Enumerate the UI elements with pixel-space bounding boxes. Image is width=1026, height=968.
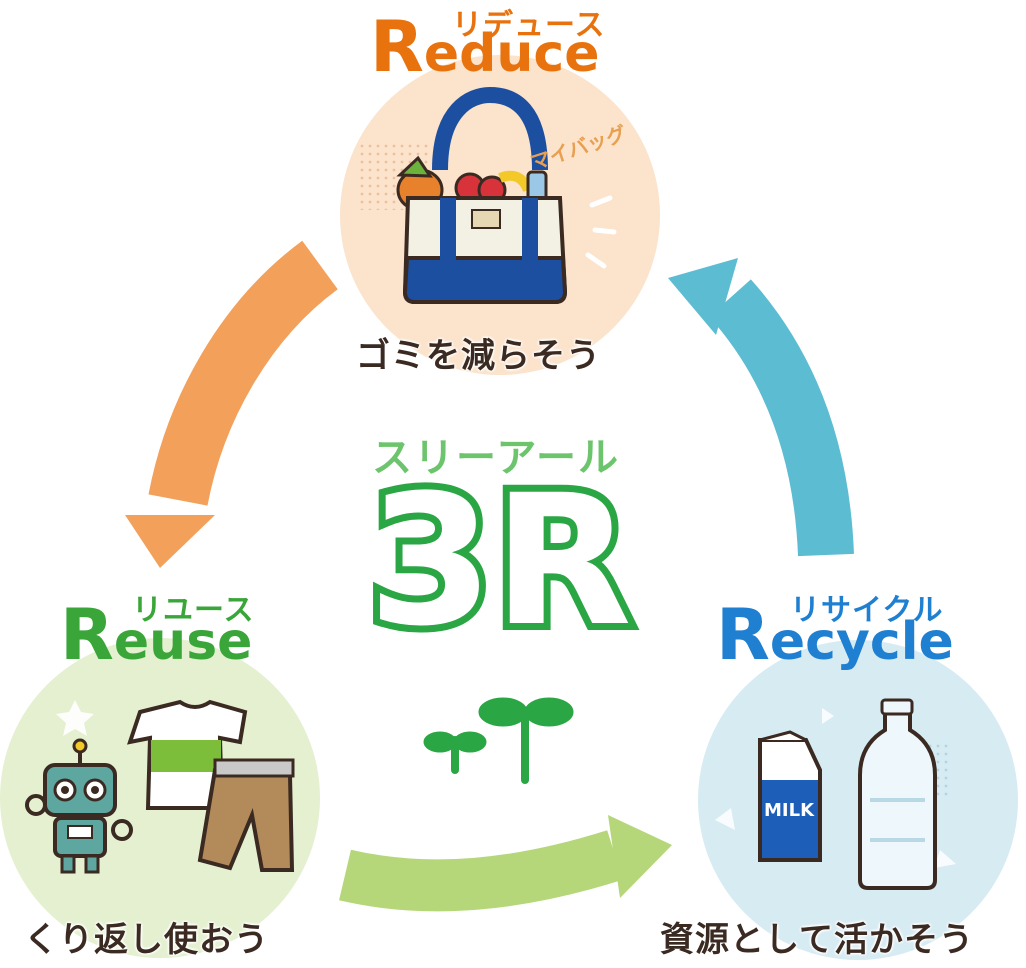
reuse-initial: R bbox=[60, 594, 114, 676]
sprout-icon bbox=[423, 697, 574, 784]
arrow-reuse-to-recycle bbox=[339, 815, 672, 912]
reuse-word: euse bbox=[113, 612, 253, 672]
reduce-ruby: リデュース bbox=[452, 8, 606, 43]
recycle-word: ecycle bbox=[769, 612, 954, 672]
reduce-initial: R bbox=[370, 6, 424, 88]
reuse-tagline: くり返し使おう bbox=[24, 920, 269, 960]
reuse-title: Reuse bbox=[60, 600, 252, 670]
recycle-tagline: 資源として活かそう bbox=[660, 920, 974, 960]
center-ruby: スリーアール bbox=[372, 435, 620, 481]
recycle-ruby: リサイクル bbox=[790, 593, 944, 628]
reuse-illustrations bbox=[25, 699, 295, 874]
recycle-title: Recycle bbox=[716, 600, 954, 670]
reduce-tagline: ゴミを減らそう bbox=[356, 336, 601, 376]
reduce-title: Reduce bbox=[370, 12, 600, 82]
center-title: 3R bbox=[361, 457, 639, 666]
arrow-recycle-to-reduce bbox=[668, 258, 854, 557]
milk-label: MILK bbox=[764, 800, 815, 821]
tote-bag-illustration bbox=[396, 86, 617, 304]
arrow-reduce-to-reuse bbox=[125, 240, 339, 568]
reuse-ruby: リユース bbox=[132, 593, 255, 628]
recycle-illustrations bbox=[715, 698, 956, 890]
reduce-word: educe bbox=[423, 24, 600, 84]
recycle-initial: R bbox=[716, 594, 770, 676]
